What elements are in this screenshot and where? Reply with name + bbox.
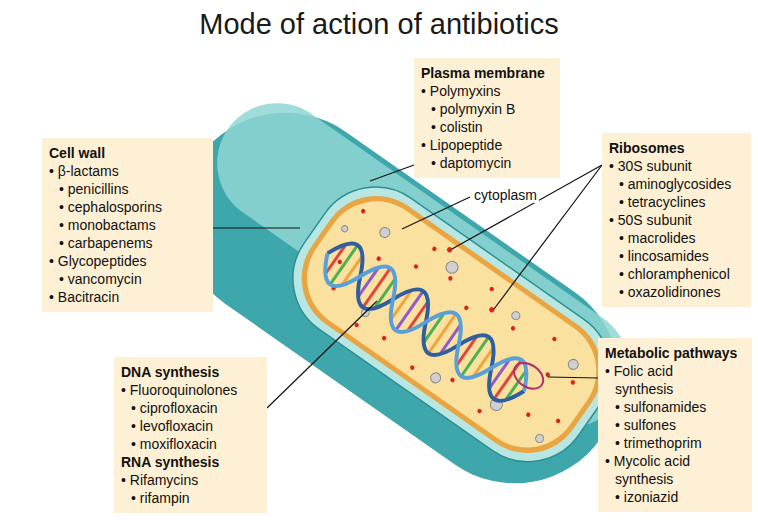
callout-box: Metabolic pathways• Folic acid synthesis… [598,338,752,512]
list-item: • sulfonamides [605,398,745,416]
cytoplasm-area [287,181,617,468]
heading-text: Cell wall [49,144,206,162]
heading-text: RNA synthesis [121,453,260,471]
list-item: • izoniazid [605,488,745,506]
list-item: • tetracyclines [609,193,744,211]
list-item: • oxazolidinones [609,283,744,301]
dna-helix [314,234,538,411]
list-item: • aminoglycosides [609,175,744,193]
list-item: • 50S subunit [609,211,744,229]
callout-box: Ribosomes• 30S subunit• aminoglycosides•… [602,133,751,307]
list-item: • Folic acid synthesis [605,362,723,398]
list-item: • moxifloxacin [121,435,260,453]
callout-box: Plasma membrane• Polymyxins• polymyxin B… [414,58,560,178]
list-item: • daptomycin [421,154,553,172]
heading-text: Plasma membrane [421,64,553,82]
list-item: • macrolides [609,229,744,247]
list-item: • 30S subunit [609,157,744,175]
list-item: • Lipopeptide [421,136,553,154]
list-item: • lincosamides [609,247,744,265]
list-item: • Rifamycins [121,471,260,489]
list-item: • Glycopeptides [49,252,206,270]
list-item: • colistin [421,118,553,136]
plasmid [509,358,548,394]
heading-text: Metabolic pathways [605,344,745,362]
heading-text: DNA synthesis [121,363,260,381]
list-item: • vancomycin [49,270,206,288]
list-item: • Fluoroquinolones [121,381,260,399]
list-item: • Polymyxins [421,82,553,100]
part-label: cytoplasm [472,187,539,203]
label-holder: cytoplasm [472,187,539,203]
title-holder: Mode of action of antibiotics [0,8,758,41]
heading-text: Ribosomes [609,139,744,157]
list-item: • β-lactams [49,162,206,180]
list-item: • polymyxin B [421,100,553,118]
granules [299,198,598,454]
list-item: • cephalosporins [49,198,206,216]
list-item: • Mycolic acid synthesis [605,452,723,488]
ribosome-dots [303,193,606,457]
leader-lines [213,165,602,408]
callout-box: Cell wall• β-lactams• penicillins• cepha… [42,138,213,312]
cell-wall-cut [269,163,635,486]
list-item: • levofloxacin [121,417,260,435]
plasma-membrane [280,174,624,475]
list-item: • carbapenems [49,234,206,252]
list-item: • Bacitracin [49,288,206,306]
diagram-title: Mode of action of antibiotics [0,8,758,41]
list-item: • chloramphenicol [609,265,744,283]
list-item: • ciprofloxacin [121,399,260,417]
list-item: • sulfones [605,416,745,434]
list-item: • trimethoprim [605,434,745,452]
callout-box: DNA synthesis• Fluoroquinolones• ciprofl… [114,357,267,513]
list-item: • penicillins [49,180,206,198]
list-item: • rifampin [121,489,260,507]
list-item: • monobactams [49,216,206,234]
